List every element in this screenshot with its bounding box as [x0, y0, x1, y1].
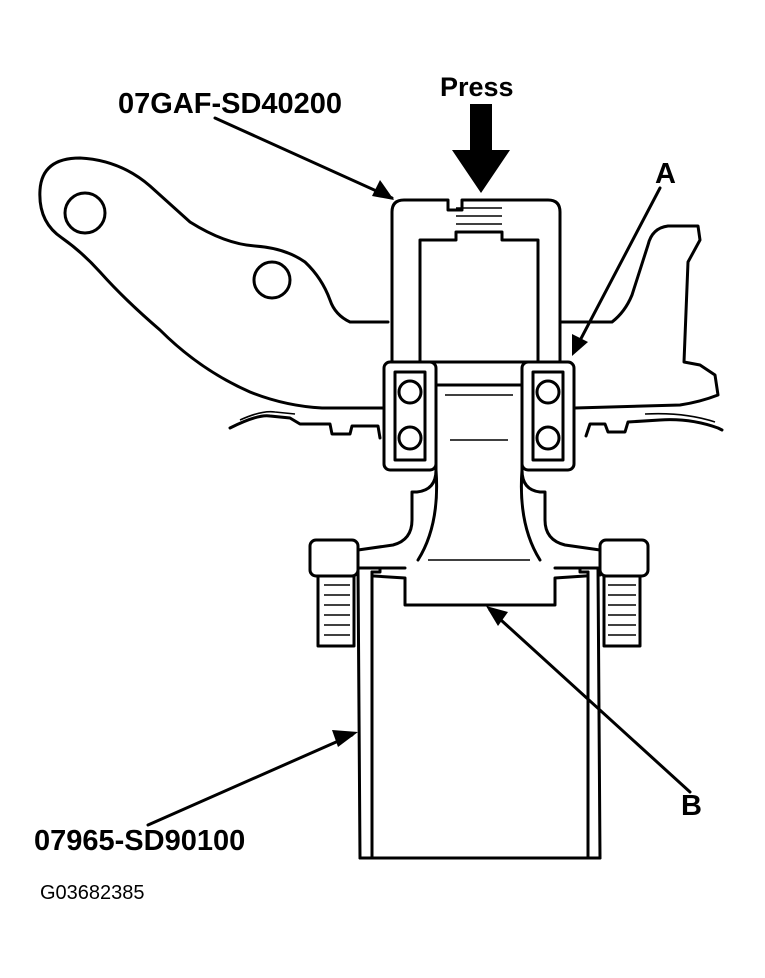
press-label: Press [440, 72, 514, 102]
leader-arrowhead-top-tool [372, 180, 394, 200]
knuckle-hole-lower [252, 260, 292, 300]
top-tool-part-number: 07GAF-SD40200 [118, 88, 343, 120]
leader-arrowhead-a [572, 334, 588, 356]
leader-lines [146, 116, 692, 827]
hub-bolt-head-right [598, 538, 650, 578]
callout-b: B [681, 790, 702, 822]
bottom-tool-part-number: 07965-SD90100 [34, 825, 246, 857]
wheel-hub-b [308, 383, 650, 648]
leader-arrowhead-bottom-tool [332, 730, 358, 747]
leader-arrowhead-b [486, 606, 508, 626]
wheel-bearing-a [382, 360, 576, 472]
down-arrow-icon [452, 104, 510, 193]
steering-knuckle [38, 156, 724, 440]
bottom-support-tool [356, 566, 602, 860]
callout-a: A [655, 158, 676, 190]
figure-id: G03682385 [40, 882, 145, 904]
knuckle-hole-upper [63, 191, 107, 235]
top-press-tool [390, 198, 562, 364]
hub-bolt-head-left [308, 538, 360, 578]
